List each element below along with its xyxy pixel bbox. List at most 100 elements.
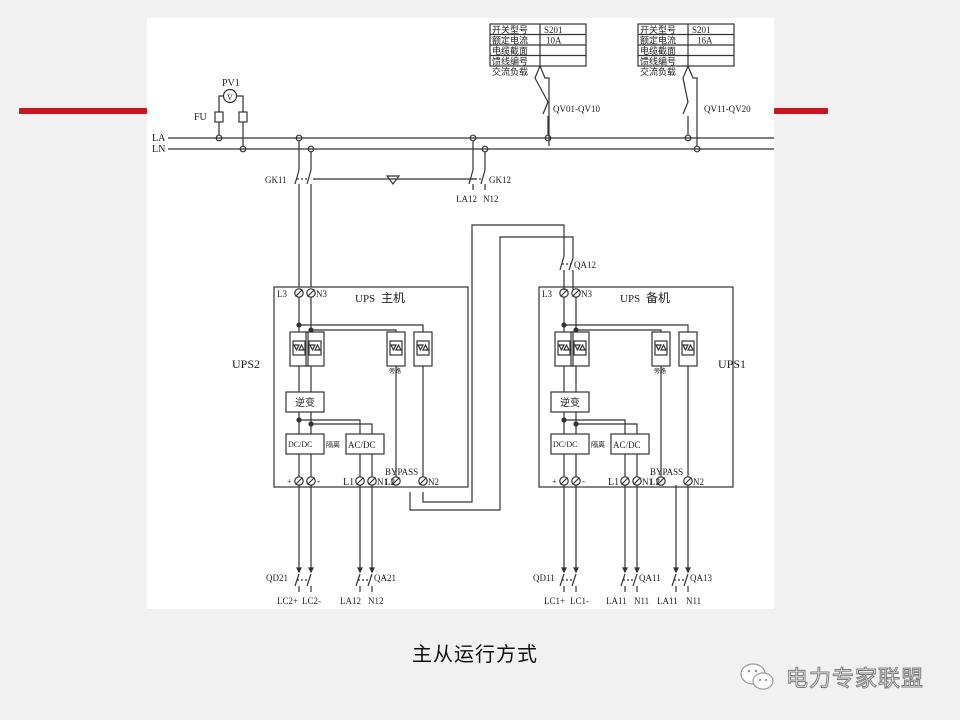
diode-down	[298, 343, 305, 351]
wire	[564, 324, 689, 332]
ups-name: UPS2	[232, 357, 260, 371]
n3-label: N3	[316, 289, 327, 299]
static-switch-icon	[386, 331, 406, 367]
bypass-label: BYPASS	[385, 467, 418, 477]
bus-ln-label: LN	[152, 144, 165, 155]
table-cell: 开关型号	[492, 24, 528, 35]
ups-wiring-diagram: LA LN PV1 V FU GK11	[152, 23, 774, 606]
arrow	[357, 567, 363, 574]
switch-label: QD21	[266, 573, 288, 583]
plus-label: +	[552, 477, 557, 486]
right-accent-bar	[774, 108, 828, 114]
table-cell: 额定电流	[492, 35, 528, 46]
la12-top-label: LA12	[456, 194, 477, 204]
fuse-icon	[238, 111, 248, 123]
ups-enclosure	[538, 286, 734, 488]
switch-blade	[367, 573, 373, 587]
n2-label: N2	[693, 477, 704, 487]
gk11-label: GK11	[265, 175, 287, 185]
bus-la-label: LA	[152, 133, 166, 144]
fuse-icon	[214, 111, 224, 123]
dcdc-label: DC/DC	[288, 440, 312, 449]
terminal-slash	[572, 289, 580, 297]
terminal-icon	[656, 476, 666, 486]
dcdc-box	[550, 433, 590, 455]
table-cell: 额定电流	[640, 35, 676, 46]
diode-down	[314, 343, 321, 351]
voltmeter-symbol: V	[227, 93, 233, 102]
terminal-slash	[392, 477, 400, 485]
arrow	[673, 567, 679, 574]
bypass-note: 旁路	[654, 367, 666, 375]
acdc-box	[345, 433, 385, 455]
isolation-label: 隔离	[326, 440, 340, 449]
wire	[576, 329, 662, 332]
switch-blade	[632, 573, 638, 587]
wire	[299, 419, 361, 434]
load-table-left: 开关型号 S201 额定电流 10A 电缆截面 馈线编号 交流负载 QV01-Q…	[489, 23, 600, 146]
qa12-label: QA12	[574, 260, 596, 270]
table-cell: 馈线编号	[640, 56, 676, 67]
arrow	[634, 567, 640, 574]
static-switch-icon	[305, 331, 325, 367]
static-switch-box	[305, 331, 325, 367]
wire	[311, 329, 397, 332]
minus-label: -	[317, 476, 320, 486]
terminal-slash	[368, 477, 376, 485]
terminal-slash	[684, 477, 692, 485]
pv1-label: PV1	[222, 78, 240, 89]
switch-blade	[571, 573, 577, 587]
output-label: N12	[368, 596, 384, 606]
static-switch-icon	[289, 331, 309, 367]
diode-down	[395, 343, 402, 351]
table-cell: 电缆截面	[492, 45, 528, 56]
ups-title: UPS	[620, 293, 640, 305]
diode-down	[687, 343, 694, 351]
diode-up	[682, 344, 689, 352]
terminal-slash	[560, 289, 568, 297]
terminal-slash	[356, 477, 364, 485]
l1-label: L1	[608, 477, 619, 488]
inverter-box	[285, 391, 325, 413]
isolation-label: 隔离	[591, 440, 605, 449]
caption-text: 主从运行方式	[412, 642, 538, 666]
arrow	[685, 567, 691, 574]
diode-up	[417, 344, 424, 352]
table-cell: 16A	[697, 36, 713, 46]
watermark-text: 电力专家联盟	[785, 667, 925, 693]
minus-label: -	[582, 476, 585, 486]
terminal-slash	[307, 477, 315, 485]
n1-label: N1	[642, 477, 653, 487]
dcdc-label: DC/DC	[553, 440, 577, 449]
load-table-right: 开关型号 S201 额定电流 16A 电缆截面 馈线编号 交流负载 QV11-Q…	[637, 23, 751, 153]
inverter-label: 逆变	[560, 396, 580, 409]
gk12-label: GK12	[489, 175, 511, 185]
static-switch-inner	[416, 340, 430, 356]
figure-caption: 主从运行方式	[0, 638, 960, 667]
output-label: N11	[686, 596, 701, 606]
terminal-icon	[391, 476, 401, 486]
output-label: LC2-	[302, 596, 321, 606]
arrow	[369, 567, 375, 574]
static-switch-icon	[570, 331, 590, 367]
table-cell: S201	[692, 25, 711, 35]
inverter-box	[550, 391, 590, 413]
n12-top-label: N12	[483, 194, 499, 204]
table-cell: 馈线编号	[492, 56, 528, 67]
bypass-link-l	[409, 236, 574, 511]
diode-up	[655, 344, 662, 352]
static-switch-inner	[573, 340, 587, 356]
table-footer: 交流负载	[640, 66, 676, 77]
switch-gk12: GK12 LA12 N12	[456, 134, 511, 204]
ups-role: 备机	[646, 291, 670, 305]
watermark: 电力专家联盟	[738, 660, 924, 694]
switch-label: QA13	[690, 573, 712, 583]
arrow	[308, 567, 314, 574]
